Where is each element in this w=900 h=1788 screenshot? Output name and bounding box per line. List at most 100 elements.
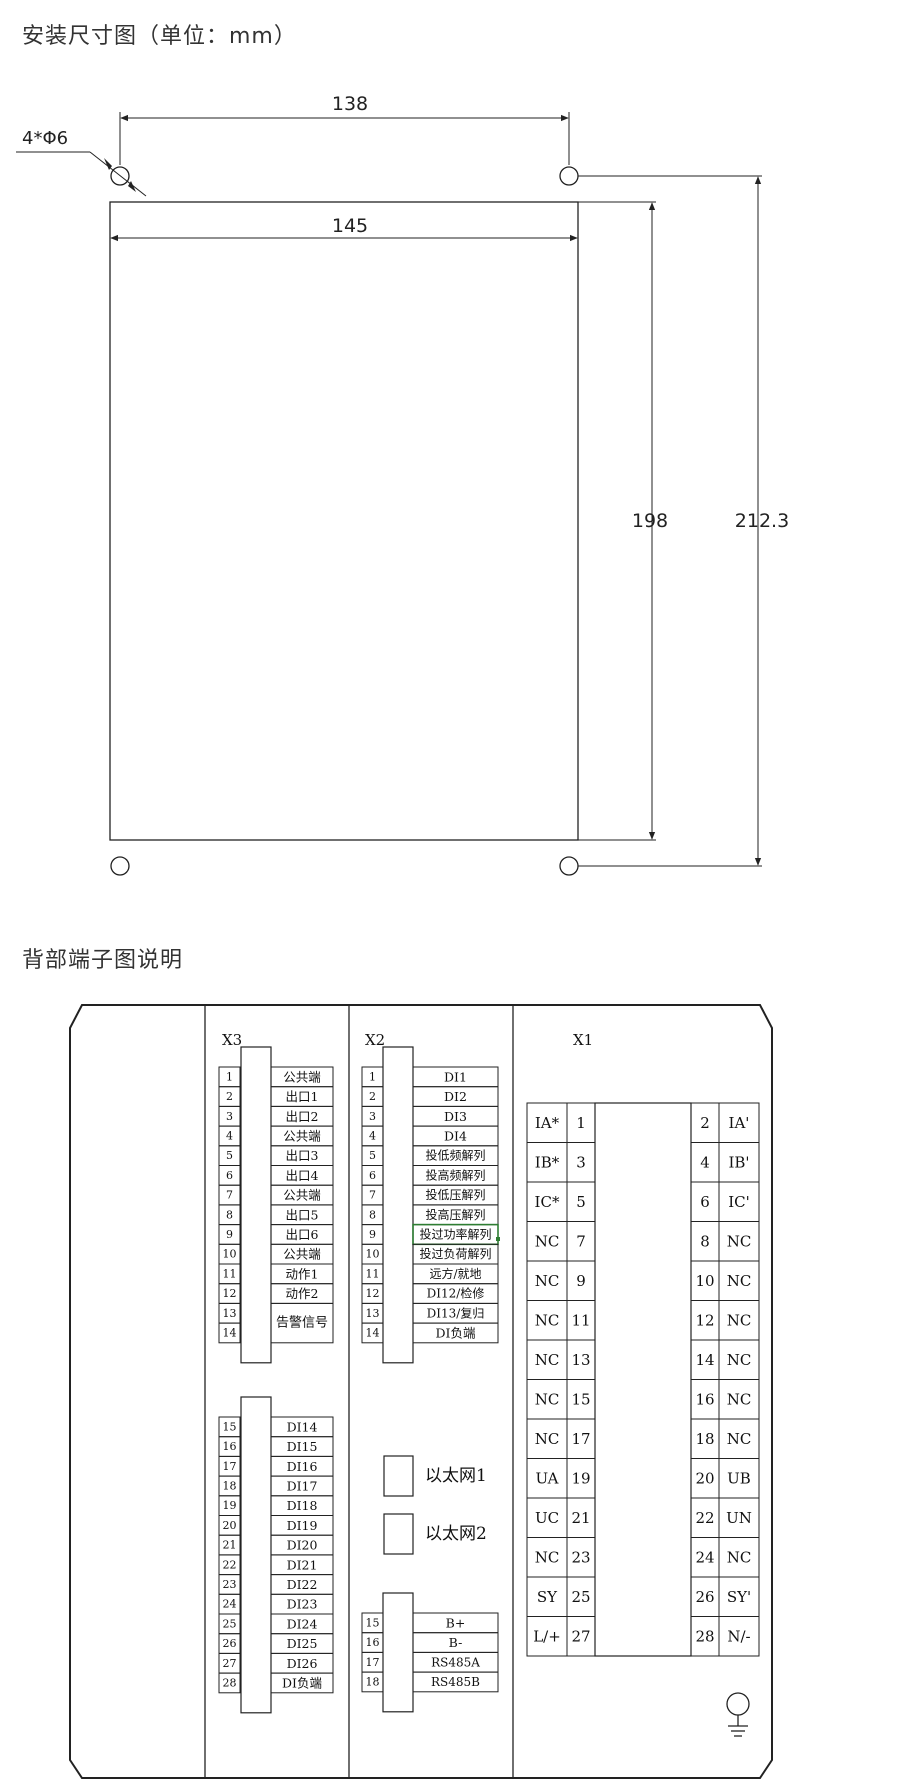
x3-top-terminal-number: 10 — [223, 1248, 237, 1261]
x3-bottom-terminal-label: DI25 — [287, 1636, 318, 1651]
x2-bottom-terminal-label: B- — [449, 1635, 463, 1650]
x3-top-terminal-label: 公共端 — [283, 1247, 321, 1262]
x2-top-terminal-label: DI负端 — [436, 1325, 476, 1340]
x2-top-terminal-label: 投低频解列 — [425, 1148, 485, 1163]
x3-bottom-terminal-label: DI15 — [287, 1439, 318, 1454]
x1-left-signal-label: IA* — [535, 1114, 560, 1132]
x1-left-signal-label: L/+ — [533, 1627, 561, 1645]
x3-bottom-terminal-label: DI21 — [287, 1557, 318, 1572]
ethernet-port-label-1: 以太网1 — [425, 1466, 487, 1486]
x1-right-terminal-number: 6 — [700, 1193, 710, 1211]
x3-top-terminal-number: 14 — [223, 1326, 237, 1339]
x1-right-signal-label: IB' — [728, 1153, 749, 1171]
x3-top-terminal-label: 出口1 — [286, 1089, 319, 1104]
x2-top-terminal-label: DI3 — [444, 1109, 467, 1124]
x1-right-terminal-number: 26 — [695, 1588, 714, 1606]
x3-bottom-terminal-number: 23 — [223, 1578, 237, 1591]
x1-right-terminal-number: 10 — [695, 1272, 714, 1290]
x3-bottom-terminal-number: 28 — [223, 1676, 237, 1689]
x1-right-terminal-number: 4 — [700, 1153, 710, 1171]
x2-top-terminal-label: 投过负荷解列 — [419, 1246, 491, 1261]
x3-bottom-terminal-number: 27 — [223, 1657, 237, 1670]
x3-bottom-terminal-label: DI19 — [287, 1518, 318, 1533]
x2-top-terminal-label: 投高压解列 — [425, 1207, 485, 1222]
x1-right-terminal-number: 14 — [695, 1351, 714, 1369]
x1-left-signal-label: SY — [537, 1588, 558, 1606]
x1-block-label: X1 — [573, 1031, 593, 1049]
x2-top-terminal-number: 1 — [369, 1070, 376, 1083]
x3-bottom-terminal-label: DI24 — [287, 1616, 318, 1631]
x2-top-terminal-label: DI12/检修 — [427, 1286, 485, 1301]
ethernet-port-2 — [383, 1513, 414, 1555]
x2-top-terminal-label: DI13/复归 — [427, 1306, 485, 1320]
x3-bottom-terminal-number: 24 — [223, 1598, 237, 1611]
x3-top-terminal-label: 公共端 — [283, 1128, 321, 1143]
x1-left-terminal-number: 27 — [571, 1627, 590, 1645]
x1-right-terminal-number: 24 — [695, 1548, 714, 1566]
selection-handle — [496, 1237, 500, 1241]
ethernet-port-1 — [383, 1455, 414, 1497]
ethernet-port-label-2: 以太网2 — [425, 1524, 487, 1544]
x2-top-terminal-number: 6 — [369, 1169, 376, 1182]
x1-right-terminal-number: 8 — [700, 1232, 710, 1250]
ground-icon — [726, 1692, 750, 1737]
x1-left-signal-label: UA — [535, 1469, 558, 1487]
x3-top-terminal-label: 出口4 — [286, 1168, 319, 1183]
x3-top-terminal-label: 公共端 — [283, 1188, 321, 1203]
x3-bottom-terminal-label: DI26 — [287, 1656, 318, 1671]
dimension-label-138: 138 — [332, 93, 368, 115]
x2-bottom-terminal-label: RS485A — [431, 1655, 480, 1669]
x3-bottom-terminal-number: 19 — [223, 1499, 237, 1512]
x1-right-terminal-number: 28 — [695, 1627, 714, 1645]
x1-right-signal-label: NC — [727, 1272, 752, 1290]
x3-alarm-signal-label: 告警信号 — [276, 1315, 328, 1331]
x1-left-terminal-number: 9 — [576, 1272, 586, 1290]
x1-left-terminal-number: 25 — [571, 1588, 590, 1606]
x2-bottom-terminal-label: RS485B — [431, 1675, 480, 1689]
x1-right-signal-label: NC — [727, 1390, 752, 1408]
dimension-label-212-3: 212.3 — [735, 510, 789, 532]
x1-left-terminal-number: 13 — [571, 1351, 590, 1369]
x2-top-terminal-number: 4 — [369, 1129, 376, 1142]
x3-top-terminal-number: 9 — [226, 1228, 233, 1241]
x1-left-terminal-number: 7 — [576, 1232, 586, 1250]
x3-top-terminal-number: 11 — [223, 1267, 237, 1280]
x2-bottom-connector-body — [382, 1592, 414, 1713]
panel-outline — [109, 201, 579, 841]
x3-bottom-terminal-label: DI17 — [287, 1478, 318, 1493]
x1-right-signal-label: NC — [727, 1430, 752, 1448]
x1-right-signal-label: UN — [726, 1509, 752, 1527]
x3-bottom-terminal-label: DI20 — [287, 1538, 318, 1553]
x2-top-terminal-number: 7 — [369, 1189, 376, 1202]
x2-top-terminal-number: 5 — [369, 1149, 376, 1162]
x3-bottom-terminal-number: 26 — [223, 1637, 237, 1650]
x3-bottom-terminal-number: 15 — [223, 1420, 237, 1433]
x3-bottom-terminal-row — [218, 1672, 241, 1694]
x1-left-terminal-number: 19 — [571, 1469, 590, 1487]
x3-bottom-terminal-label: DI负端 — [282, 1675, 322, 1690]
x3-top-connector-body — [240, 1046, 272, 1364]
x1-right-terminal-number: 16 — [695, 1390, 714, 1408]
x3-top-terminal-number: 13 — [223, 1307, 237, 1320]
x1-left-signal-label: NC — [535, 1548, 560, 1566]
x3-top-terminal-label: 公共端 — [283, 1069, 321, 1084]
x3-top-terminal-number: 6 — [226, 1169, 233, 1182]
x3-bottom-terminal-number: 25 — [223, 1617, 237, 1630]
x2-top-terminal-number: 10 — [366, 1248, 380, 1261]
x2-top-terminal-label: 远方/就地 — [429, 1266, 481, 1281]
x3-bottom-connector-body — [240, 1396, 272, 1714]
x1-right-terminal-number: 22 — [695, 1509, 714, 1527]
x3-top-terminal-label: 出口6 — [286, 1227, 319, 1242]
x2-top-terminal-label: 投高频解列 — [425, 1167, 485, 1182]
x2-top-terminal-label: DI2 — [444, 1089, 467, 1104]
x3-bottom-terminal-label: DI23 — [287, 1597, 318, 1612]
x3-top-terminal-number: 5 — [226, 1149, 233, 1162]
x1-left-terminal-number: 11 — [571, 1311, 590, 1329]
x3-bottom-terminal-number: 16 — [223, 1440, 237, 1453]
x1-left-signal-label: NC — [535, 1272, 560, 1290]
x3-block-label: X3 — [222, 1031, 242, 1049]
x2-top-terminal-label: 投低压解列 — [425, 1187, 485, 1202]
x3-top-terminal-label: 出口2 — [286, 1109, 319, 1124]
x3-top-terminal-number: 8 — [226, 1208, 233, 1221]
